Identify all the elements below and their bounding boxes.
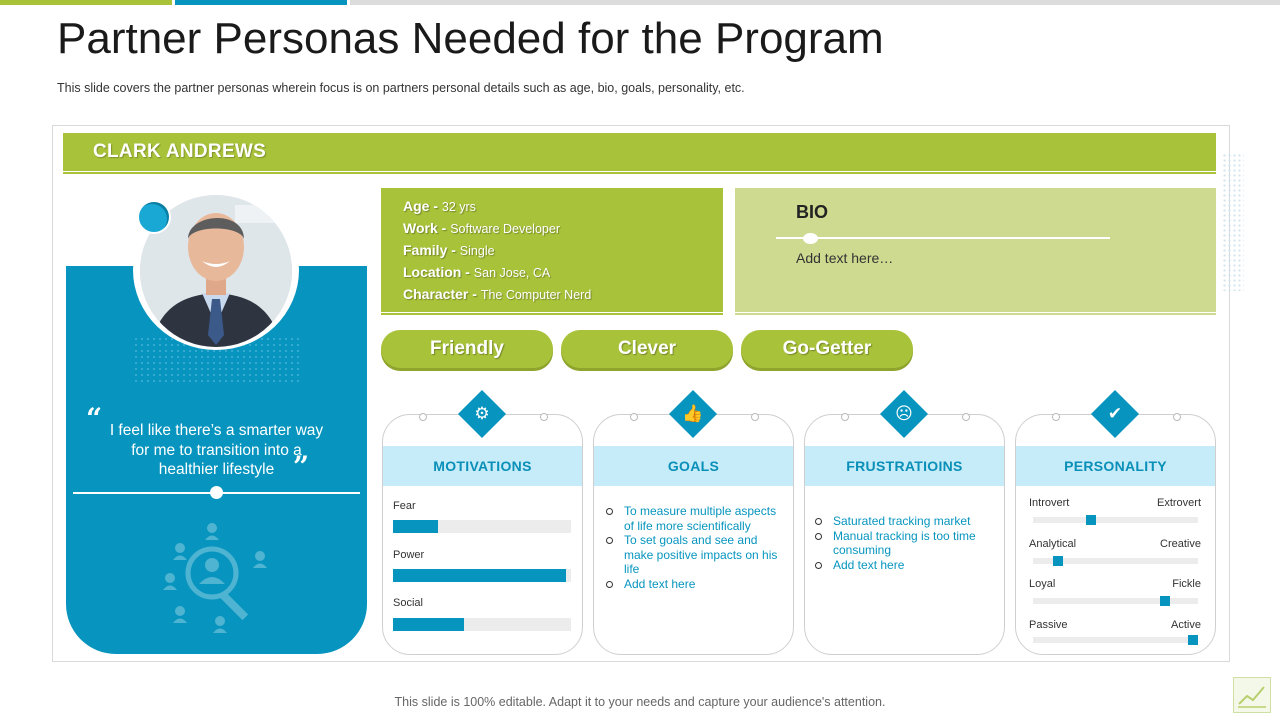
personality-scale xyxy=(1033,515,1198,525)
dot-pattern-decoration xyxy=(1222,153,1244,291)
scale-marker xyxy=(1085,515,1096,525)
card-dot xyxy=(751,413,759,421)
trait-friendly: Friendly xyxy=(381,330,553,368)
scale-right-label: Active xyxy=(1171,619,1201,631)
top-accent-gray xyxy=(350,0,1280,5)
scale-left-label: Analytical xyxy=(1029,538,1077,550)
trait-clever: Clever xyxy=(561,330,733,368)
quote-open-icon: “ xyxy=(86,402,103,435)
details-underline xyxy=(381,313,723,315)
detail-work: Work - Software Developer xyxy=(403,220,560,236)
scale-left-label: Passive xyxy=(1029,619,1068,631)
persona-details: Age - 32 yrs Work - Software Developer F… xyxy=(381,188,723,312)
scale-right-label: Extrovert xyxy=(1156,497,1201,509)
top-accent-blue xyxy=(175,0,347,5)
goals-card: GOALS To measure multiple aspects of lif… xyxy=(593,414,794,655)
frustrations-title: FRUSTRATIOINS xyxy=(805,446,1004,486)
motivation-label: Power xyxy=(393,549,425,561)
scale-right-label: Creative xyxy=(1160,538,1201,550)
detail-character: Character - The Computer Nerd xyxy=(403,286,592,302)
scale-marker xyxy=(1052,556,1063,566)
goals-title: GOALS xyxy=(594,446,793,486)
quote-divider-dot xyxy=(210,486,223,499)
scale-left-label: Loyal xyxy=(1029,578,1056,590)
motivation-bar-fill xyxy=(393,569,566,582)
motivation-bar-fill xyxy=(393,618,465,631)
people-search-icon xyxy=(160,518,275,633)
scale-right-label: Fickle xyxy=(1172,578,1201,590)
bio-divider xyxy=(776,237,1110,239)
card-dot xyxy=(1173,413,1181,421)
motivation-label: Fear xyxy=(393,500,416,512)
persona-card xyxy=(52,125,1230,662)
motivations-title: MOTIVATIONS xyxy=(383,446,582,486)
list-item: Manual tracking is too time consuming xyxy=(815,529,990,558)
bio-text: Add text here… xyxy=(796,250,894,266)
decorative-bubble xyxy=(137,200,171,234)
quote-text: I feel like there’s a smarter way for me… xyxy=(109,422,324,478)
footer-note: This slide is 100% editable. Adapt it to… xyxy=(394,695,886,709)
card-dot xyxy=(962,413,970,421)
scale-marker xyxy=(1188,635,1199,645)
motivation-label: Social xyxy=(393,597,423,609)
list-item: To set goals and see and make positive i… xyxy=(606,533,786,577)
detail-family: Family - Single xyxy=(403,242,495,258)
list-item: Saturated tracking market xyxy=(815,514,990,529)
goals-list: To measure multiple aspects of life more… xyxy=(606,504,786,591)
quote-close-icon: ” xyxy=(293,450,310,483)
bio-box xyxy=(735,188,1216,312)
personality-scale xyxy=(1033,635,1199,645)
persona-quote: “ I feel like there’s a smarter way for … xyxy=(86,405,333,483)
frustrations-card: FRUSTRATIOINS Saturated tracking market … xyxy=(804,414,1005,655)
list-item: To measure multiple aspects of life more… xyxy=(606,504,786,533)
card-dot xyxy=(1052,413,1060,421)
card-dot xyxy=(841,413,849,421)
persona-name-bar: CLARK ANDREWS xyxy=(63,133,1216,171)
bio-title: BIO xyxy=(796,202,829,222)
name-underline xyxy=(63,172,1216,174)
frustrated-person-icon: ☹ xyxy=(895,404,913,424)
motivation-bar-track xyxy=(393,520,571,533)
trait-go-getter: Go-Getter xyxy=(741,330,913,368)
card-dot xyxy=(630,413,638,421)
motivation-bar-track xyxy=(393,569,571,582)
personality-title: PERSONALITY xyxy=(1016,446,1215,486)
gear-check-icon: ✔ xyxy=(1107,404,1123,424)
top-accent-green xyxy=(0,0,172,5)
thumbs-up-gear-icon: 👍 xyxy=(682,404,704,424)
frustrations-list: Saturated tracking market Manual trackin… xyxy=(815,514,990,572)
motivations-card: MOTIVATIONS Fear Power Social xyxy=(382,414,583,655)
detail-location: Location - San Jose, CA xyxy=(403,264,551,280)
page-subtitle: This slide covers the partner personas w… xyxy=(57,81,745,95)
people-gear-icon: ⚙ xyxy=(474,404,490,424)
personality-scale xyxy=(1033,556,1198,566)
detail-age: Age - 32 yrs xyxy=(403,198,476,214)
personality-scale xyxy=(1033,596,1198,606)
motivation-bar-fill xyxy=(393,520,438,533)
bio-divider-dot xyxy=(803,233,818,244)
scale-left-label: Introvert xyxy=(1029,497,1070,509)
personality-card: PERSONALITY Introvert Extrovert Analytic… xyxy=(1015,414,1216,655)
page-title: Partner Personas Needed for the Program xyxy=(57,14,884,63)
persona-name: CLARK ANDREWS xyxy=(93,141,267,162)
chart-icon xyxy=(1233,677,1271,713)
list-item: Add text here xyxy=(815,558,990,573)
card-dot xyxy=(540,413,548,421)
scale-marker xyxy=(1160,596,1170,606)
bio-underline xyxy=(735,313,1216,315)
list-item: Add text here xyxy=(606,577,786,592)
card-dot xyxy=(419,413,427,421)
motivation-bar-track xyxy=(393,618,571,631)
